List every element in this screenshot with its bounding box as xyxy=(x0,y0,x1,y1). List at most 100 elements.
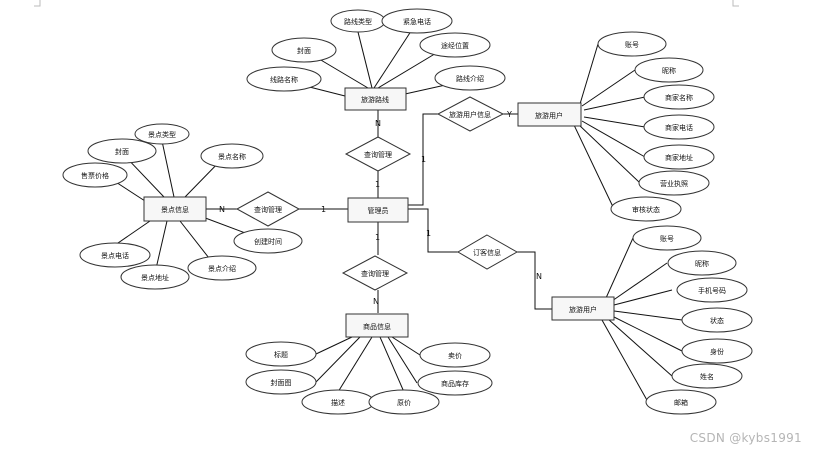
svg-text:景点名称: 景点名称 xyxy=(218,152,246,161)
goods-attributes: 标题 卖价 封面图 商品库存 描述 原价 xyxy=(245,341,493,415)
attr-goods-title: 标题 xyxy=(245,341,317,367)
attr-tourist-fullname: 姓名 xyxy=(671,363,743,389)
attr-tourist-nickname: 昵称 xyxy=(667,250,737,276)
entity-route: 旅游路线 xyxy=(344,87,407,111)
tourist-attributes: 账号 昵称 手机号码 状态 身份 姓名 邮箱 xyxy=(632,225,753,415)
attr-route-intro: 路线介绍 xyxy=(434,65,506,91)
attr-merchant-phone: 商家电话 xyxy=(643,114,715,140)
entity-merchant-user: 旅游用户 xyxy=(517,102,582,127)
rel-goods-query-manage: 查询管理 xyxy=(341,255,409,291)
svg-text:商品信息: 商品信息 xyxy=(363,322,391,331)
rel-merchant-info: 旅游用户信息 xyxy=(436,96,505,132)
attr-scenic-cover: 封面 xyxy=(87,138,157,164)
cardinality-route-bottom: 1 xyxy=(375,180,380,189)
attr-route-type: 路线类型 xyxy=(330,9,386,33)
svg-text:描述: 描述 xyxy=(331,398,345,407)
cardinality-scenic-left: N xyxy=(219,205,225,214)
svg-text:原价: 原价 xyxy=(397,399,411,407)
entity-goods: 商品信息 xyxy=(345,313,409,338)
svg-text:查询管理: 查询管理 xyxy=(254,205,282,214)
cardinality-tourist-left: 1 xyxy=(426,229,431,238)
svg-text:身份: 身份 xyxy=(710,347,724,356)
attr-route-cover: 封面 xyxy=(271,37,337,63)
rel-scenic-query-manage: 查询管理 xyxy=(235,191,301,227)
merchant-attributes: 账号 昵称 商家名称 商家电话 商家地址 营业执照 审核状态 xyxy=(597,31,715,222)
svg-text:商家名称: 商家名称 xyxy=(665,93,693,102)
attr-scenic-name: 景点名称 xyxy=(200,143,264,169)
svg-text:封面图: 封面图 xyxy=(271,378,292,387)
attr-goods-original-price: 原价 xyxy=(368,389,440,415)
svg-text:售票价格: 售票价格 xyxy=(81,171,109,180)
cardinality-merchant-right: Y xyxy=(506,110,512,119)
svg-text:订客信息: 订客信息 xyxy=(473,248,501,257)
attr-scenic-ticket-price: 售票价格 xyxy=(62,162,128,188)
svg-text:账号: 账号 xyxy=(625,40,639,49)
route-attributes: 路线类型 紧急电话 封面 途经位置 线路名称 路线介绍 xyxy=(246,8,506,92)
attr-merchant-account: 账号 xyxy=(597,31,667,57)
attr-goods-price: 卖价 xyxy=(419,342,491,368)
svg-text:卖价: 卖价 xyxy=(448,352,462,360)
cardinality-merchant-left: 1 xyxy=(421,155,426,164)
svg-text:查询管理: 查询管理 xyxy=(364,150,392,159)
attr-scenic-type: 景点类型 xyxy=(134,123,190,145)
entity-admin: 管理员 xyxy=(347,197,409,223)
attr-goods-stock: 商品库存 xyxy=(417,370,493,396)
attr-goods-cover-image: 封面图 xyxy=(245,369,317,395)
watermark: CSDN @kybs1991 xyxy=(689,431,802,445)
svg-text:路线介绍: 路线介绍 xyxy=(456,74,484,83)
svg-text:景点信息: 景点信息 xyxy=(161,205,189,214)
attr-merchant-name: 商家名称 xyxy=(643,84,715,110)
attr-route-waypoints: 途经位置 xyxy=(419,32,491,58)
svg-text:审核状态: 审核状态 xyxy=(632,205,660,214)
svg-text:营业执照: 营业执照 xyxy=(660,179,688,188)
attr-scenic-intro: 景点介绍 xyxy=(187,255,257,281)
attr-tourist-account: 账号 xyxy=(632,225,702,251)
svg-text:商家地址: 商家地址 xyxy=(665,153,693,162)
attr-tourist-identity: 身份 xyxy=(681,338,753,364)
svg-text:邮箱: 邮箱 xyxy=(674,398,688,407)
cardinality-goods-bottom: N xyxy=(373,297,379,306)
attr-tourist-status: 状态 xyxy=(681,307,753,333)
svg-text:旅游用户信息: 旅游用户信息 xyxy=(449,110,491,119)
svg-text:路线类型: 路线类型 xyxy=(344,17,372,26)
relationships: 查询管理 查询管理 查询管理 旅游用户信息 订客信息 xyxy=(235,96,519,291)
svg-text:手机号码: 手机号码 xyxy=(698,286,726,295)
attr-merchant-nickname: 昵称 xyxy=(634,57,704,83)
svg-text:封面: 封面 xyxy=(115,147,129,156)
svg-text:线路名称: 线路名称 xyxy=(270,75,298,84)
svg-text:旅游用户: 旅游用户 xyxy=(569,305,597,314)
attr-tourist-email: 邮箱 xyxy=(645,389,717,415)
cardinality-scenic-right: 1 xyxy=(321,205,326,214)
attr-scenic-phone: 景点电话 xyxy=(79,242,151,268)
attr-merchant-address: 商家地址 xyxy=(643,144,715,170)
rel-route-query-manage: 查询管理 xyxy=(344,136,412,172)
cardinality-goods-top: 1 xyxy=(375,233,380,242)
svg-text:状态: 状态 xyxy=(710,316,724,325)
svg-text:景点电话: 景点电话 xyxy=(101,251,129,260)
svg-text:商品库存: 商品库存 xyxy=(441,379,469,388)
svg-text:昵称: 昵称 xyxy=(662,66,676,75)
attr-route-name: 线路名称 xyxy=(246,66,322,92)
svg-text:紧急电话: 紧急电话 xyxy=(403,17,431,26)
svg-text:旅游用户: 旅游用户 xyxy=(535,111,563,120)
attr-route-emergency-phone: 紧急电话 xyxy=(381,8,453,34)
attr-merchant-license: 营业执照 xyxy=(638,170,710,196)
entities: 旅游路线 景点信息 管理员 商品信息 旅游用户 旅游用户 xyxy=(143,87,615,338)
svg-text:商家电话: 商家电话 xyxy=(665,123,693,132)
svg-text:账号: 账号 xyxy=(660,234,674,243)
cardinality-tourist-right: N xyxy=(536,272,542,281)
svg-text:景点类型: 景点类型 xyxy=(148,130,176,139)
svg-text:途经位置: 途经位置 xyxy=(441,41,469,50)
svg-text:封面: 封面 xyxy=(297,46,311,55)
scenic-attributes: 景点类型 封面 景点名称 售票价格 创建时间 景点电话 景点介绍 景点地址 xyxy=(62,123,303,290)
attr-tourist-mobile: 手机号码 xyxy=(676,277,748,303)
entity-scenic: 景点信息 xyxy=(143,196,207,222)
svg-text:创建时间: 创建时间 xyxy=(254,237,282,246)
cardinality-route-top: N xyxy=(375,119,381,128)
svg-text:查询管理: 查询管理 xyxy=(361,269,389,278)
svg-text:景点地址: 景点地址 xyxy=(141,273,169,282)
attr-scenic-created-at: 创建时间 xyxy=(233,228,303,254)
svg-text:旅游路线: 旅游路线 xyxy=(361,95,389,104)
rel-tourist-info: 订客信息 xyxy=(457,234,519,270)
